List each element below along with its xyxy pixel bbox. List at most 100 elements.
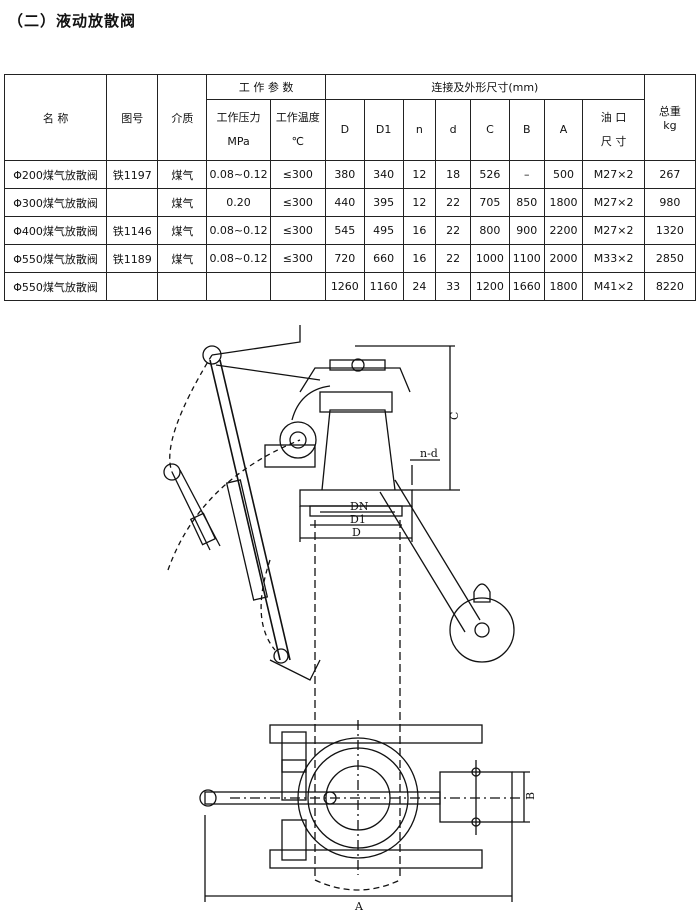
plan-view — [199, 720, 530, 902]
cell-D: 1260 — [324, 272, 365, 301]
cell-pressure: 0.08~0.12 — [206, 160, 271, 189]
cell-C: 1000 — [470, 244, 510, 273]
cell-weight: 1320 — [643, 216, 697, 245]
cell-A: 1800 — [543, 272, 584, 301]
dim-label-B: B — [524, 792, 537, 800]
cell-name: Φ400煤气放散阀 — [3, 216, 108, 245]
cell-oil: M27×2 — [582, 216, 645, 245]
page-title: （二）液动放散阀 — [8, 12, 137, 30]
cell-oil: M27×2 — [582, 160, 645, 189]
cell-D: 545 — [324, 216, 365, 245]
cell-medium: 煤气 — [157, 216, 208, 245]
dim-label-A: A — [354, 900, 364, 913]
cell-A: 500 — [543, 160, 584, 189]
cell-B: – — [508, 160, 545, 189]
elevation-view — [163, 325, 515, 891]
cell-d: 22 — [435, 188, 472, 217]
cell-D1: 340 — [363, 160, 404, 189]
cell-n: 24 — [402, 272, 437, 301]
cell-A: 2200 — [543, 216, 584, 245]
cell-temperature — [269, 272, 326, 301]
cell-B: 1660 — [508, 272, 545, 301]
dim-label-D: D — [352, 526, 361, 539]
cell-n: 12 — [402, 188, 437, 217]
cell-d: 22 — [435, 216, 472, 245]
cell-oil: M41×2 — [582, 272, 645, 301]
col-n-header: n — [402, 99, 437, 161]
cell-weight: 8220 — [643, 272, 697, 301]
cell-D1: 395 — [363, 188, 404, 217]
cell-n: 16 — [402, 216, 437, 245]
cell-d: 22 — [435, 244, 472, 273]
col-B-header: B — [508, 99, 545, 161]
dim-label-DN: DN — [350, 500, 369, 513]
cell-medium: 煤气 — [157, 188, 208, 217]
col-C-header: C — [470, 99, 510, 161]
col-A-header: A — [543, 99, 584, 161]
cell-C: 526 — [470, 160, 510, 189]
cell-D: 720 — [324, 244, 365, 273]
cell-name: Φ550煤气放散阀 — [3, 272, 108, 301]
dims-group-header: 连接及外形尺寸(mm) — [324, 74, 645, 100]
cell-A: 1800 — [543, 188, 584, 217]
cell-name: Φ550煤气放散阀 — [3, 244, 108, 273]
col-D-header: D — [324, 99, 365, 161]
col-oil-header: 油 口尺 寸 — [582, 99, 645, 161]
cell-n: 16 — [402, 244, 437, 273]
dim-label-C: C — [448, 412, 461, 420]
cell-name: Φ300煤气放散阀 — [3, 188, 108, 217]
cell-drawing-no: 铁1197 — [106, 160, 159, 189]
cell-d: 18 — [435, 160, 472, 189]
cell-temperature: ≤300 — [269, 188, 326, 217]
col-D1-header: D1 — [363, 99, 404, 161]
cell-C: 1200 — [470, 272, 510, 301]
work-params-header: 工 作 参 数 — [206, 74, 326, 100]
cell-pressure: 0.20 — [206, 188, 271, 217]
cell-A: 2000 — [543, 244, 584, 273]
cell-medium: 煤气 — [157, 244, 208, 273]
cell-C: 705 — [470, 188, 510, 217]
valve-drawing: C n-d DN D1 D B A — [163, 325, 537, 913]
col-medium-header: 介质 — [157, 74, 208, 161]
cell-d: 33 — [435, 272, 472, 301]
col-name-header: 名 称 — [3, 74, 108, 161]
cell-drawing-no — [106, 272, 159, 301]
cell-D1: 660 — [363, 244, 404, 273]
cell-B: 1100 — [508, 244, 545, 273]
cell-C: 800 — [470, 216, 510, 245]
cell-oil: M27×2 — [582, 188, 645, 217]
cell-medium: 煤气 — [157, 160, 208, 189]
cell-D: 440 — [324, 188, 365, 217]
cell-D: 380 — [324, 160, 365, 189]
cell-weight: 267 — [643, 160, 697, 189]
cell-name: Φ200煤气放散阀 — [3, 160, 108, 189]
cell-temperature: ≤300 — [269, 216, 326, 245]
cell-D1: 1160 — [363, 272, 404, 301]
cell-drawing-no: 铁1146 — [106, 216, 159, 245]
col-temperature-header: 工作温度℃ — [269, 99, 326, 161]
cell-temperature: ≤300 — [269, 160, 326, 189]
cell-drawing-no — [106, 188, 159, 217]
cell-weight: 2850 — [643, 244, 697, 273]
cell-B: 900 — [508, 216, 545, 245]
cell-weight: 980 — [643, 188, 697, 217]
dim-label-nd: n-d — [420, 447, 438, 460]
dim-label-D1: D1 — [350, 513, 366, 526]
cell-B: 850 — [508, 188, 545, 217]
cell-pressure: 0.08~0.12 — [206, 244, 271, 273]
col-d-header: d — [435, 99, 472, 161]
cell-oil: M33×2 — [582, 244, 645, 273]
col-drawing-no-header: 图号 — [106, 74, 159, 161]
cell-pressure: 0.08~0.12 — [206, 216, 271, 245]
cell-temperature: ≤300 — [269, 244, 326, 273]
cell-D1: 495 — [363, 216, 404, 245]
cell-medium — [157, 272, 208, 301]
